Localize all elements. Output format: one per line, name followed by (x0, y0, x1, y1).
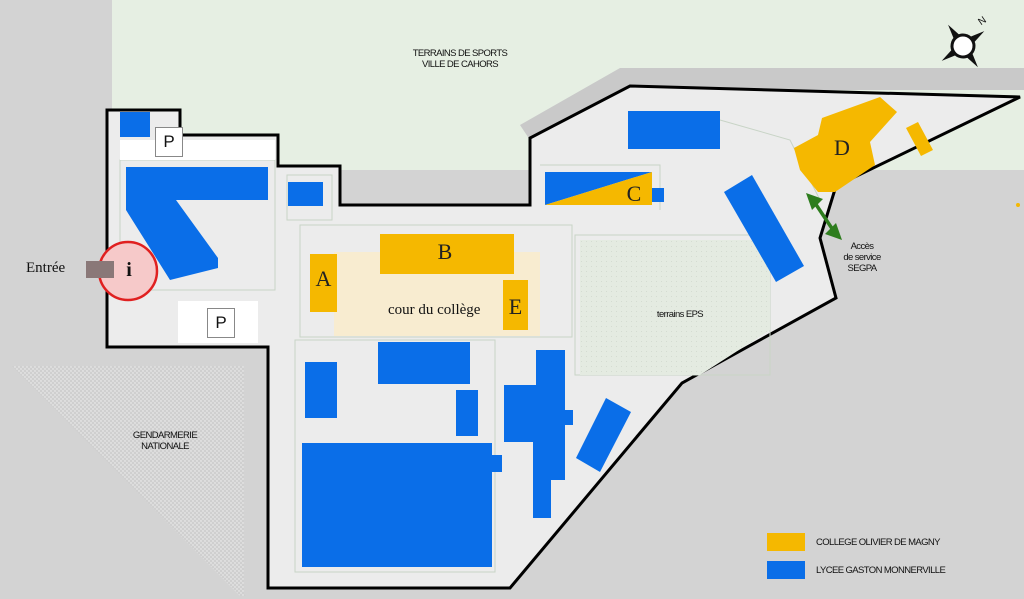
legend-swatch-college (767, 533, 805, 551)
building-d (794, 97, 897, 192)
building-a-label[interactable]: A (315, 266, 332, 291)
building-c (545, 172, 652, 205)
lycee-building (628, 111, 720, 149)
building-d-label[interactable]: D (834, 135, 850, 160)
lycee-building (302, 443, 502, 567)
edge-marker (1016, 203, 1020, 207)
lycee-building (305, 362, 337, 418)
lycee-building (576, 398, 631, 472)
lycee-building (456, 390, 478, 436)
lycee-building (504, 350, 573, 518)
building-a (310, 254, 337, 312)
lycee-building (378, 342, 470, 384)
info-icon[interactable]: i (126, 259, 132, 281)
building-e (503, 280, 528, 330)
compass-icon (941, 24, 985, 68)
building-c-label[interactable]: C (626, 181, 642, 206)
lycee-building (724, 175, 804, 282)
parking-bottom-sign: P (207, 308, 235, 338)
lycee-building (120, 112, 150, 137)
eps-fields-label: terrains EPS (656, 309, 704, 320)
service-access-arrow-icon (806, 193, 842, 240)
gendarmerie-label: GENDARMERIE NATIONALE (132, 430, 198, 452)
entrance-gate (86, 261, 114, 278)
entrance-label: Entrée (26, 260, 66, 276)
building-d-annex (906, 122, 933, 156)
parking-lot-top (120, 140, 275, 160)
service-access-label: Accès de service SEGPA (843, 241, 881, 274)
courtyard-label: cour du collège (388, 302, 481, 318)
lycee-building (126, 167, 268, 280)
eps-fields-area (580, 240, 770, 375)
lycee-building (288, 182, 323, 206)
gendarmerie-area-shape (12, 366, 244, 596)
building-b (380, 234, 514, 274)
lycee-building (652, 188, 664, 202)
sports-fields-label: TERRAINS DE SPORTS VILLE DE CAHORS (412, 48, 508, 70)
legend-swatch-lycee (767, 561, 805, 579)
building-b-label[interactable]: B (437, 239, 453, 264)
legend-college-label: COLLEGE OLIVIER DE MAGNY (816, 537, 941, 548)
college-buildings (310, 97, 933, 330)
parking-top-sign: P (155, 127, 183, 157)
legend-lycee-label: LYCEE GASTON MONNERVILLE (816, 565, 946, 576)
building-e-label[interactable]: E (508, 294, 523, 319)
